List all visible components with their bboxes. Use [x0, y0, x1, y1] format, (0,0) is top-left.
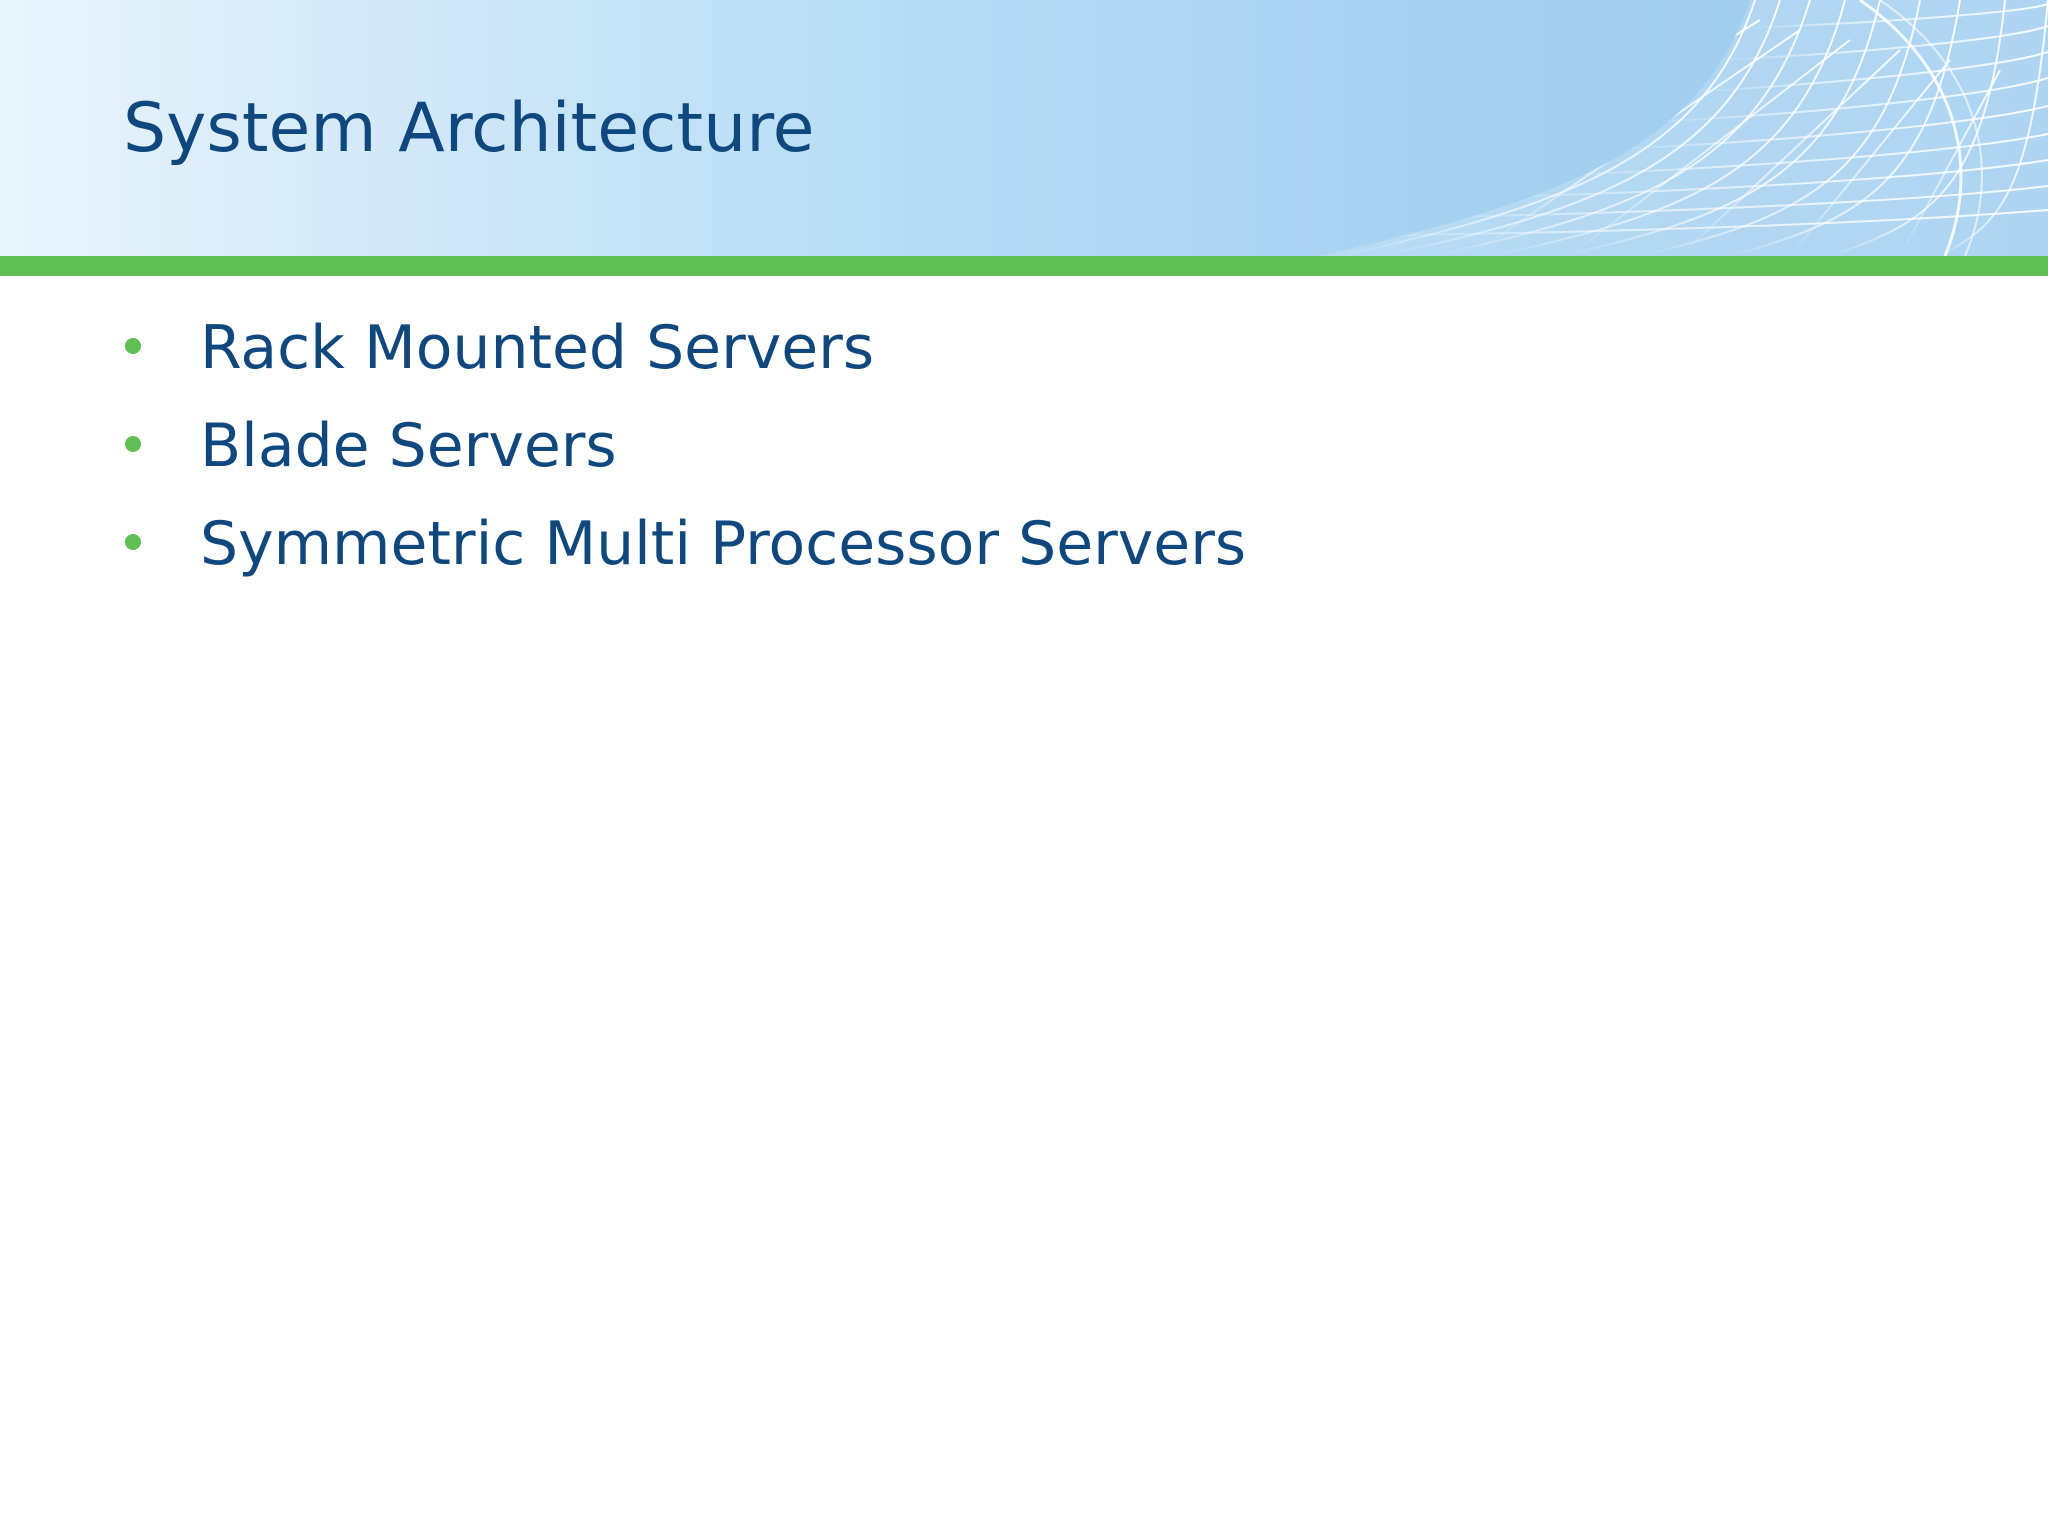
bullet-text: Symmetric Multi Processor Servers	[200, 509, 1247, 579]
wireframe-mesh-graphic	[1320, 0, 2048, 256]
accent-divider-bar	[0, 256, 2048, 276]
bullet-text: Blade Servers	[200, 411, 617, 481]
header-banner: System Architecture	[0, 0, 2048, 256]
bullet-icon	[125, 436, 141, 452]
bullet-icon	[125, 338, 141, 354]
bullet-text: Rack Mounted Servers	[200, 313, 875, 383]
slide-title: System Architecture	[123, 89, 815, 168]
bullet-icon	[125, 534, 141, 550]
